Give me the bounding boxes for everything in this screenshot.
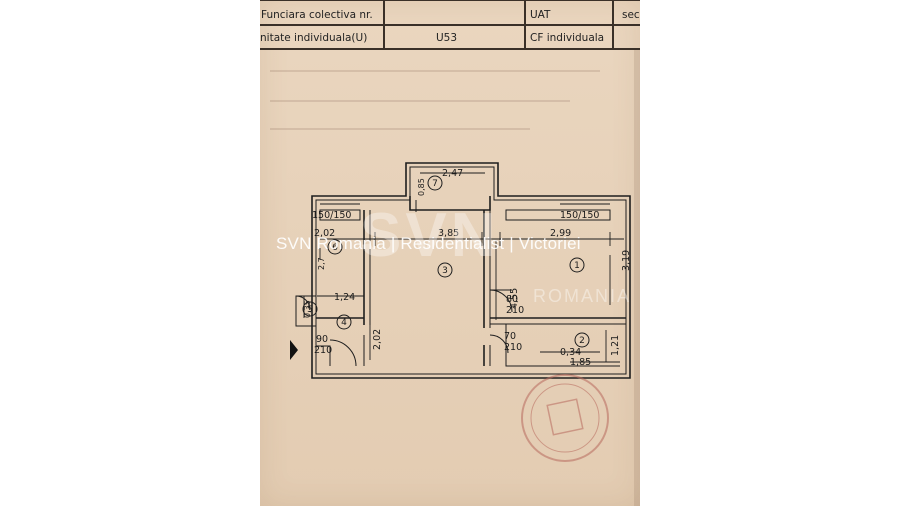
dimension-label: 2,02 — [372, 329, 383, 350]
room-marker-icon — [336, 314, 352, 330]
dimension-label: 0,35 — [303, 300, 312, 318]
header-value: U53 — [436, 32, 458, 44]
room-number: 1 — [574, 261, 580, 271]
table-line — [260, 24, 640, 26]
watermark-logo: SVN — [360, 201, 500, 270]
paper-edge — [634, 50, 640, 506]
dimension-label: 210 — [314, 345, 332, 356]
table-line — [524, 0, 526, 49]
room-number: 3 — [442, 266, 448, 276]
header-cell: Funciara colectiva nr. — [261, 9, 373, 21]
header-table: Funciara colectiva nr. UAT sec nitate in… — [260, 0, 640, 50]
dimension-label: 210 — [504, 342, 522, 353]
room-marker-icon — [327, 239, 343, 255]
table-line — [260, 0, 640, 1]
dimension-label: 1,21 — [610, 335, 621, 356]
floor-plan: 1 2 3 4 5 6 7 2,47 0,85 150/150 150/150 … — [290, 162, 632, 462]
dimension-label: 0,34 — [560, 347, 581, 358]
room-number: 6 — [332, 243, 338, 253]
dimension-label: 70 — [504, 331, 516, 342]
dimension-label: 150/150 — [312, 210, 351, 221]
entrance-arrow-icon — [290, 340, 298, 360]
dimension-label: 210 — [506, 305, 524, 316]
dimension-label: 80 — [506, 294, 518, 305]
room-marker-icon — [302, 301, 318, 317]
dimension-label: 0,85 — [417, 178, 426, 196]
dimension-label: 1,24 — [334, 292, 355, 303]
room-marker-icon — [427, 175, 443, 191]
bleed-through-line — [270, 70, 600, 72]
watermark-text: SVN Romania | Residentialist | Victoriei — [276, 234, 581, 253]
dimension-label: 3,19 — [621, 250, 632, 271]
header-cell: UAT — [530, 9, 551, 21]
table-line — [612, 0, 614, 49]
document-page: Funciara colectiva nr. UAT sec nitate in… — [260, 0, 640, 506]
dimension-label: 90 — [316, 334, 328, 345]
room-marker-icon — [569, 257, 585, 273]
dimension-label: 150/150 — [560, 210, 599, 221]
header-cell: nitate individuala(U) — [260, 32, 368, 44]
dimension-label: 3,85 — [438, 228, 459, 239]
room-marker-icon — [574, 332, 590, 348]
dimension-label: 2,7 — [317, 257, 326, 270]
room-number: 2 — [579, 336, 585, 346]
official-stamp — [521, 374, 609, 462]
bleed-through-line — [270, 128, 530, 130]
header-cell: CF individuala — [530, 32, 605, 44]
bleed-through-line — [270, 100, 570, 102]
dimension-label: 4,55 — [509, 288, 520, 309]
dimension-label: 2,47 — [442, 168, 463, 179]
room-number: 7 — [432, 179, 438, 189]
room-marker-icon — [437, 262, 453, 278]
dimension-label: 2,02 — [314, 228, 335, 239]
room-number: 4 — [341, 318, 347, 328]
dimension-label: 1,85 — [570, 357, 591, 368]
table-line — [260, 48, 640, 50]
header-cell: sec — [622, 9, 640, 21]
table-line — [383, 0, 385, 49]
room-number: 5 — [307, 305, 313, 315]
watermark-sub: ROMANIA — [533, 286, 632, 306]
dimension-label: 2,99 — [550, 228, 571, 239]
